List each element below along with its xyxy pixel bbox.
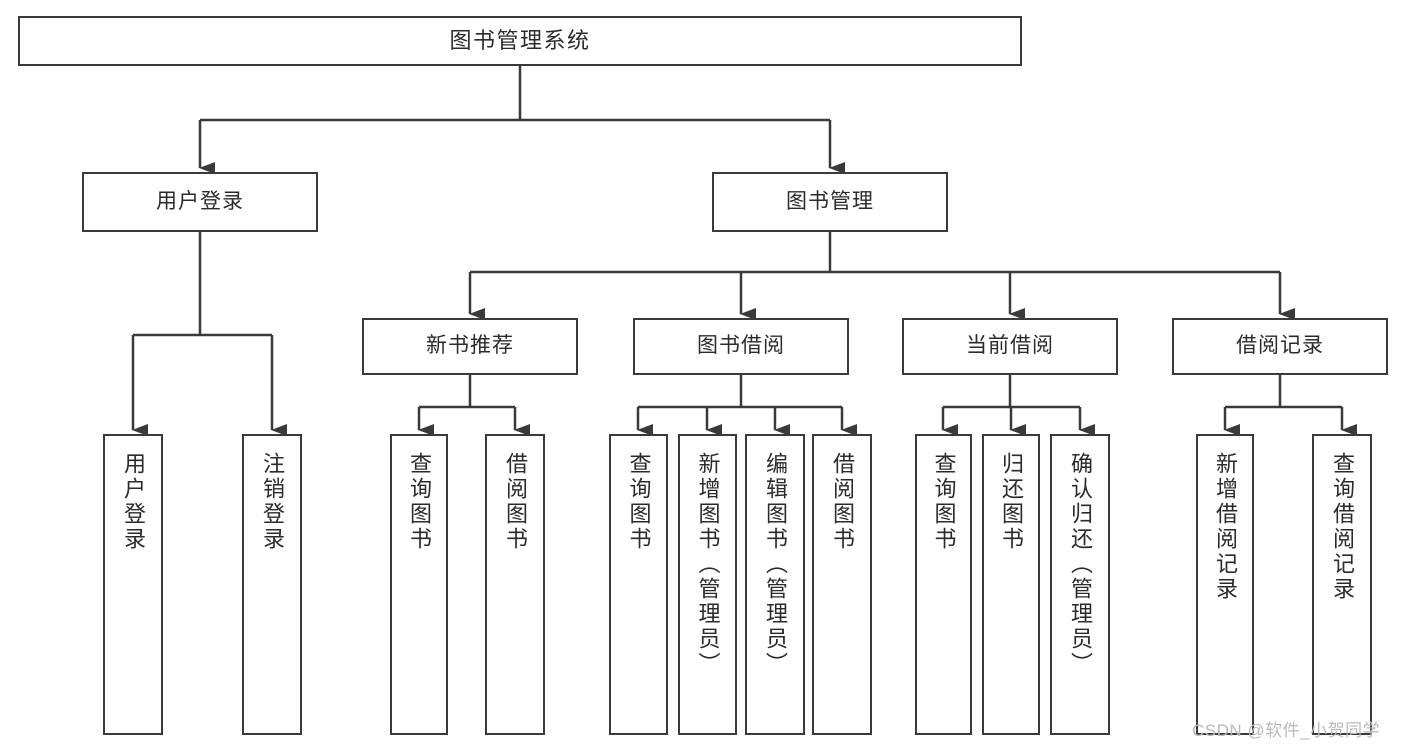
leaf-confirm-return-admin[interactable]: 确认归还（管理员） <box>1050 434 1110 735</box>
node-current-borrow-label: 当前借阅 <box>966 334 1054 358</box>
leaf-add-book-admin[interactable]: 新增图书（管理员） <box>678 434 737 735</box>
leaf-query-borrow-record-label: 查询借阅记录 <box>1330 452 1355 602</box>
leaf-add-book-admin-label: 新增图书（管理员） <box>695 452 721 677</box>
leaf-user-login[interactable]: 用户登录 <box>103 434 163 735</box>
leaf-borrow-book-borrow[interactable]: 借阅图书 <box>812 434 872 735</box>
leaf-query-book-borrow-label: 查询图书 <box>626 452 652 552</box>
leaf-edit-book-admin[interactable]: 编辑图书（管理员） <box>745 434 805 735</box>
node-borrow-record-label: 借阅记录 <box>1236 334 1324 358</box>
leaf-query-book-borrow[interactable]: 查询图书 <box>609 434 668 735</box>
leaf-edit-book-admin-label: 编辑图书（管理员） <box>763 452 788 677</box>
node-book-borrow-label: 图书借阅 <box>697 334 785 358</box>
leaf-query-book-newbook[interactable]: 查询图书 <box>390 434 448 735</box>
node-root-label: 图书管理系统 <box>449 28 591 54</box>
node-user-login-label: 用户登录 <box>156 189 244 213</box>
leaf-query-borrow-record[interactable]: 查询借阅记录 <box>1312 434 1372 735</box>
node-new-book-recommend-label: 新书推荐 <box>426 334 514 358</box>
leaf-add-borrow-record-label: 新增借阅记录 <box>1213 452 1238 602</box>
node-book-borrow[interactable]: 图书借阅 <box>633 318 849 375</box>
leaf-add-borrow-record[interactable]: 新增借阅记录 <box>1196 434 1254 735</box>
node-user-login[interactable]: 用户登录 <box>82 172 318 232</box>
csdn-watermark: CSDN @软件_小贺同学 <box>1192 721 1381 740</box>
leaf-query-book-current[interactable]: 查询图书 <box>915 434 972 735</box>
node-borrow-record[interactable]: 借阅记录 <box>1172 318 1388 375</box>
node-book-management[interactable]: 图书管理 <box>712 172 948 232</box>
node-book-management-label: 图书管理 <box>786 189 874 213</box>
node-current-borrow[interactable]: 当前借阅 <box>902 318 1118 375</box>
node-new-book-recommend[interactable]: 新书推荐 <box>362 318 578 375</box>
leaf-borrow-book-borrow-label: 借阅图书 <box>830 452 855 552</box>
leaf-logout[interactable]: 注销登录 <box>242 434 302 735</box>
leaf-user-login-label: 用户登录 <box>121 452 146 552</box>
leaf-confirm-return-admin-label: 确认归还（管理员） <box>1068 452 1093 677</box>
leaf-return-book[interactable]: 归还图书 <box>982 434 1040 735</box>
leaf-query-book-current-label: 查询图书 <box>931 452 957 552</box>
leaf-borrow-book-newbook-label: 借阅图书 <box>503 452 528 552</box>
leaf-query-book-newbook-label: 查询图书 <box>407 452 432 552</box>
node-root[interactable]: 图书管理系统 <box>18 16 1022 66</box>
leaf-logout-label: 注销登录 <box>260 452 285 552</box>
leaf-borrow-book-newbook[interactable]: 借阅图书 <box>485 434 545 735</box>
leaf-return-book-label: 归还图书 <box>999 452 1024 552</box>
